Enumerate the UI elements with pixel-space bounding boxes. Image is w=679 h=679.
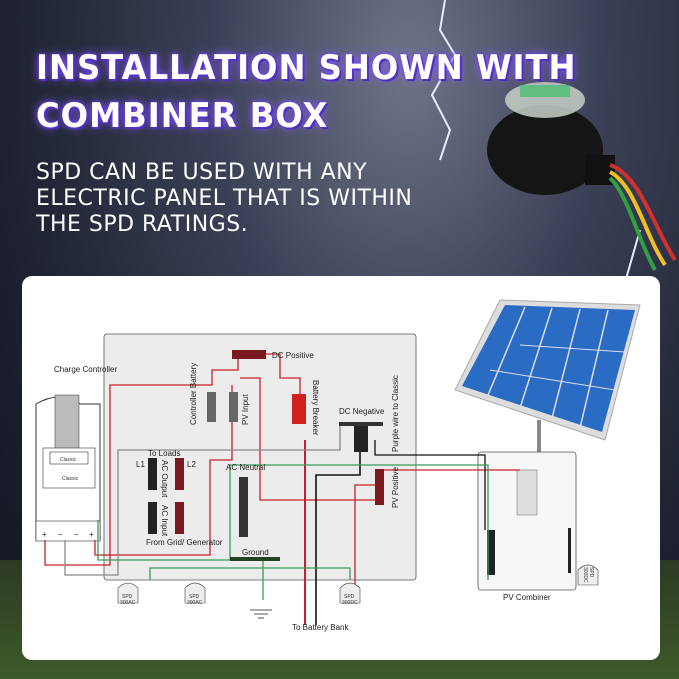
label-to-battery-bank: To Battery Bank: [292, 623, 349, 632]
pv-input-breaker: [229, 392, 238, 422]
headline: INSTALLATION SHOWN WITH COMBINER BOX: [36, 44, 577, 140]
black-wire: [374, 440, 486, 530]
earth-ground-icon: [250, 609, 272, 619]
red-wire: [354, 484, 375, 585]
spd-label: SPD: [189, 594, 200, 600]
red-wire: [240, 377, 520, 501]
green-wire: [149, 567, 351, 580]
ac-input-l2: [175, 502, 184, 534]
dc-negative-busbar: [339, 422, 383, 426]
green-wire: [97, 464, 489, 580]
spd-label: SPD: [344, 594, 355, 600]
label-controller-brand: Classic: [62, 476, 79, 482]
spd-device-combiner: [577, 564, 599, 586]
ac-input-l1: [148, 502, 157, 534]
label-l2: L2: [187, 460, 196, 469]
subtitle-line-2: ELECTRIC PANEL THAT IS WITHIN: [36, 186, 413, 211]
label-ac-input: AC Input: [160, 505, 169, 537]
dc-positive-busbar: [232, 350, 266, 359]
headline-line-1: INSTALLATION SHOWN WITH: [36, 48, 577, 88]
red-wire: [44, 354, 239, 566]
spd-rating: 300AC: [120, 600, 136, 606]
label-purple-wire: Purple wire to Classic: [391, 375, 400, 452]
pv-combiner-box: [477, 451, 577, 591]
ground-bar: [230, 557, 280, 561]
ac-output-l2: [175, 458, 184, 490]
spd-rating: 300AC: [187, 600, 203, 606]
charge-controller: [35, 394, 101, 542]
black-wire: [315, 440, 361, 625]
label-dc-positive: DC Positive: [272, 351, 314, 360]
headline-line-2: COMBINER BOX: [36, 96, 329, 136]
spd-device-ac-2: [184, 582, 206, 604]
controller-battery-breaker: [207, 392, 216, 422]
label-pv-positive: PV Positive: [391, 467, 400, 508]
label-from-grid: From Grid/ Generator: [146, 538, 223, 547]
terminal-pv-minus: −: [74, 530, 79, 539]
subtitle-line-3: THE SPD RATINGS.: [36, 212, 249, 237]
label-controller-screen: Classic: [60, 457, 77, 463]
label-ac-neutral: AC Neutral: [226, 463, 265, 472]
dc-negative-shunt: [354, 426, 368, 452]
label-charge-controller: Charge Controller: [54, 365, 117, 374]
spd-rating: 300DC: [582, 567, 588, 583]
spd-device-dc: [339, 582, 361, 604]
lightning-bolt: [430, 0, 457, 161]
label-pv-input: PV Input: [241, 394, 250, 425]
combiner-busbar: [487, 530, 495, 575]
pv-positive-busbar: [375, 469, 384, 505]
spd-label: SPD: [122, 594, 133, 600]
ac-output-l1: [148, 458, 157, 490]
terminal-b-plus: +: [42, 530, 47, 539]
solar-panel: [454, 299, 641, 452]
label-pv-combiner: PV Combiner: [503, 593, 551, 602]
combiner-ground-bar: [568, 528, 571, 573]
label-l1: L1: [136, 460, 145, 469]
battery-breaker: [292, 394, 306, 424]
label-ground: Ground: [242, 548, 269, 557]
subtitle: SPD CAN BE USED WITH ANY ELECTRIC PANEL …: [36, 160, 412, 238]
terminal-b-minus: −: [58, 530, 63, 539]
red-wire: [94, 385, 233, 556]
terminal-pv-plus: +: [89, 530, 94, 539]
label-to-loads: To Loads: [148, 449, 180, 458]
gray-wire: [64, 425, 341, 576]
label-ac-output: AC Output: [160, 460, 169, 498]
spd-product-image: [487, 82, 677, 271]
subtitle-line-1: SPD CAN BE USED WITH ANY: [36, 160, 368, 185]
label-dc-negative: DC Negative: [339, 407, 385, 416]
spd-label: SPD: [588, 567, 594, 578]
label-controller-battery: Controller Battery: [189, 363, 198, 425]
spd-device-ac-1: [117, 582, 139, 604]
label-battery-breaker: Battery Breaker: [311, 380, 320, 436]
spd-rating: 300DC: [342, 600, 358, 606]
red-wire: [262, 353, 301, 420]
combiner-breakers: [516, 469, 538, 516]
ac-neutral-bar: [239, 477, 248, 537]
